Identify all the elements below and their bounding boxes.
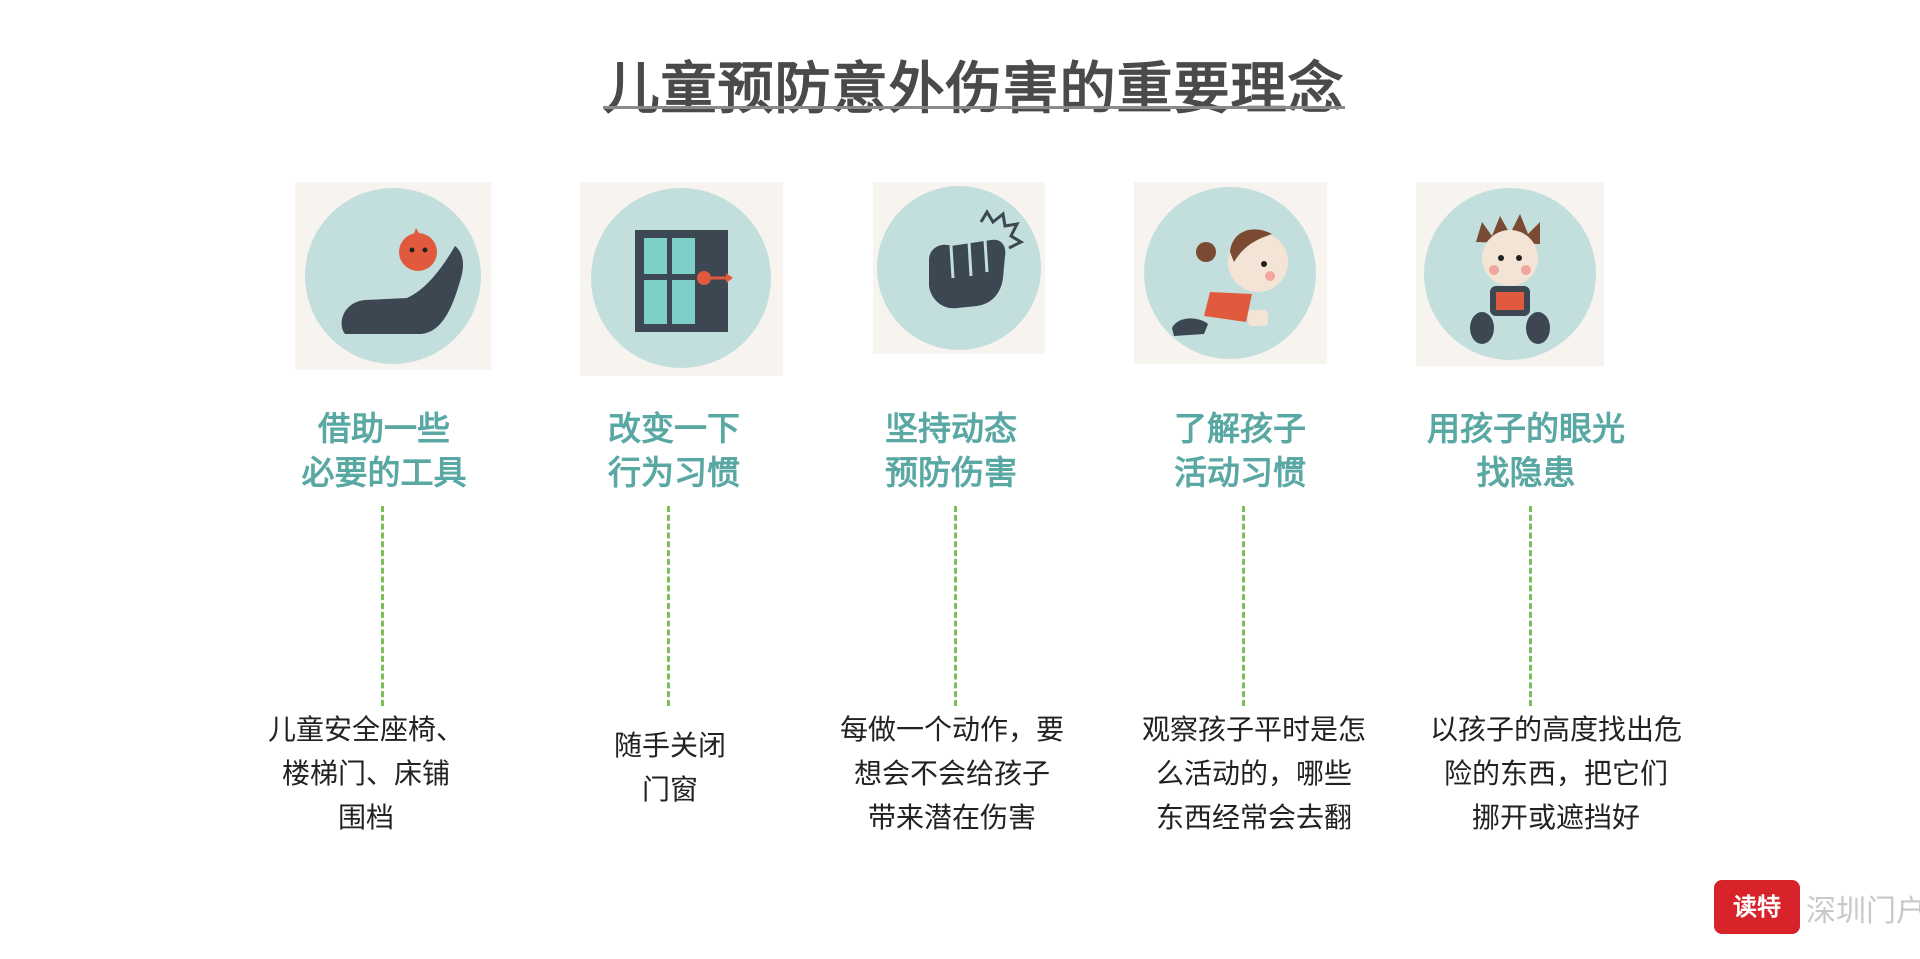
logo-badge: 读特 — [1714, 880, 1800, 934]
description-child-view: 以孩子的高度找出危 险的东西，把它们 挪开或遮挡好 — [1429, 713, 1682, 834]
fist-icon — [873, 182, 1045, 354]
connector-line — [667, 506, 670, 706]
title-underline — [603, 106, 1345, 109]
heading-habits: 改变一下 行为习惯 — [608, 409, 740, 492]
heading-dynamic: 坚持动态 预防伤害 — [885, 409, 1017, 492]
sitting-child-icon — [1416, 182, 1604, 366]
connector-line — [954, 506, 957, 706]
crawling-baby-icon — [1134, 182, 1327, 364]
connector-line — [381, 506, 384, 706]
description-dynamic: 每做一个动作，要 想会不会给孩子 带来潜在伤害 — [839, 713, 1064, 834]
heading-child-view: 用孩子的眼光 找隐患 — [1427, 409, 1625, 492]
page-title: 儿童预防意外伤害的重要理念 — [603, 57, 1345, 122]
heading-tools: 借助一些 必要的工具 — [301, 409, 467, 492]
connector-line — [1529, 506, 1532, 706]
car-seat-icon — [295, 182, 491, 370]
watermark-logo: 读特 深圳门户 — [1714, 880, 1920, 940]
description-tools: 儿童安全座椅、 楼梯门、床铺 围档 — [267, 713, 464, 834]
logo-text: 深圳门户 — [1806, 894, 1920, 929]
description-habits: 随手关闭 门窗 — [613, 729, 726, 806]
window-lock-icon — [580, 182, 783, 376]
heading-activity: 了解孩子 活动习惯 — [1174, 409, 1306, 492]
description-activity: 观察孩子平时是怎 么活动的，哪些 东西经常会去翻 — [1141, 713, 1366, 834]
connector-line — [1242, 506, 1245, 706]
